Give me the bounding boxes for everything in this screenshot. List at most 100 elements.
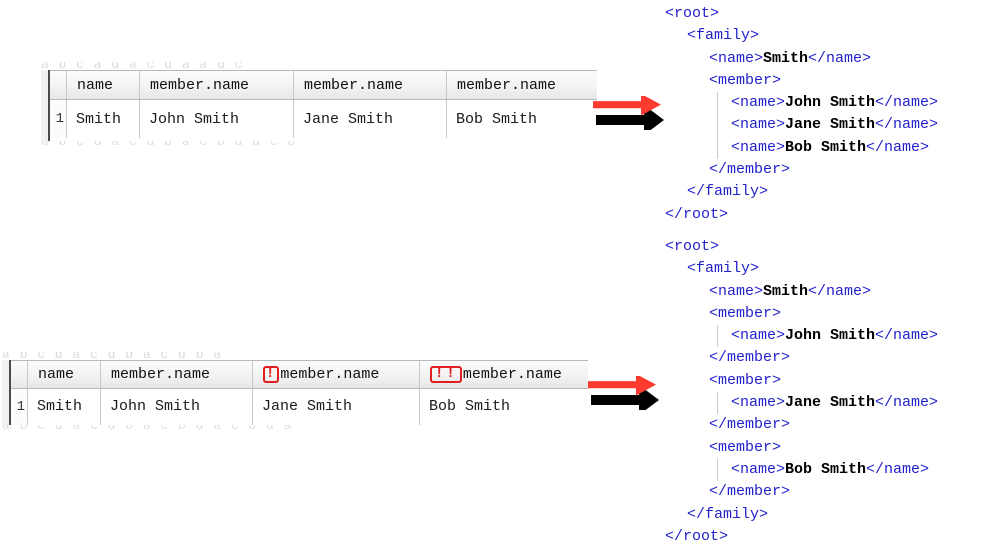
xml-tag: <name>	[731, 394, 786, 412]
cell-member-3[interactable]: Bob Smith	[429, 398, 511, 416]
xml-output-top: <root><family><name>Smith</name><member>…	[665, 3, 938, 226]
xml-tag: </member>	[709, 483, 791, 501]
xml-line: <family>	[665, 25, 938, 47]
xml-line: </family>	[665, 504, 938, 526]
column-header-name[interactable]: name	[67, 71, 140, 99]
xml-value: Jane Smith	[785, 394, 876, 412]
cell-member-2[interactable]: Jane Smith	[253, 388, 420, 425]
column-header-member-2[interactable]: member.name	[294, 71, 447, 99]
column-header-label: name	[38, 365, 75, 383]
row-number: 1	[11, 388, 28, 425]
xml-tag: <root>	[665, 5, 720, 22]
xml-tag: </name>	[808, 282, 872, 300]
table-row[interactable]: 1 Smith John Smith Jane Smith Bob Smith	[50, 100, 597, 138]
xml-line: <name>John Smith</name>	[665, 325, 939, 348]
warning-marker-icon[interactable]: !!	[430, 365, 462, 383]
xml-line: </root>	[665, 526, 938, 548]
indent-guide	[717, 325, 718, 348]
xml-line: <root>	[665, 3, 938, 25]
xml-line: <member>	[665, 437, 938, 459]
grid-header-row: name member.name !member.name !!member.n…	[11, 361, 588, 389]
xml-tag: <name>	[709, 282, 764, 300]
xml-tag: </member>	[709, 161, 791, 179]
xml-value: John Smith	[785, 327, 876, 345]
xml-line: <member>	[665, 70, 938, 92]
xml-line: </root>	[665, 204, 938, 226]
xml-tag: <name>	[731, 116, 786, 134]
xml-tag: <member>	[709, 371, 782, 389]
xml-line: <member>	[665, 303, 938, 325]
xml-line: <name>Smith</name>	[665, 48, 938, 70]
column-header-label: member.name	[111, 365, 211, 383]
xml-tag: <name>	[731, 94, 786, 112]
xml-tag: </member>	[709, 416, 791, 434]
column-header-member-1[interactable]: member.name	[101, 361, 253, 388]
xml-tag: <family>	[687, 27, 760, 45]
xml-value: Bob Smith	[785, 460, 867, 478]
column-header-label: member.name	[280, 365, 380, 383]
column-header-member-3[interactable]: member.name	[447, 71, 597, 99]
arrow-right-icon	[588, 373, 660, 415]
clipped-row-below: a b c d a c d b a c b d a c b d a	[2, 425, 588, 432]
xml-line: </member>	[665, 481, 938, 503]
column-header-label: member.name	[304, 76, 404, 94]
data-grid-top[interactable]: a b c a d a c d a a d c name member.name…	[41, 62, 597, 148]
xml-line: </member>	[665, 159, 938, 181]
indent-guide	[717, 92, 718, 115]
grid-gutter-rail[interactable]	[2, 360, 11, 425]
xml-tag: </name>	[875, 116, 939, 134]
xml-tag: </name>	[875, 327, 939, 345]
table-row[interactable]: 1 Smith John Smith Jane Smith Bob Smith	[11, 388, 588, 425]
header-corner-cell	[50, 71, 67, 99]
column-header-label: member.name	[462, 365, 562, 383]
xml-value: Smith	[763, 49, 809, 67]
column-header-member-2[interactable]: !member.name	[253, 361, 420, 388]
xml-tag: </root>	[665, 527, 729, 545]
column-header-label: name	[77, 76, 114, 94]
xml-line: <name>Smith</name>	[665, 281, 938, 303]
column-header-label: member.name	[150, 76, 250, 94]
xml-tag: </family>	[687, 183, 769, 201]
cell-name[interactable]: Smith	[67, 100, 140, 138]
warning-marker-icon[interactable]: !	[263, 365, 280, 383]
grid-header-row: name member.name member.name member.name	[50, 71, 597, 100]
xml-tag: </name>	[866, 460, 930, 478]
column-header-member-3[interactable]: !!member.name	[420, 361, 588, 388]
cell-member-2[interactable]: Jane Smith	[294, 100, 447, 138]
xml-tag: </family>	[687, 505, 769, 523]
clipped-row-below: a b c d a c d b a c b d a c b	[41, 141, 597, 148]
xml-tag: </name>	[808, 49, 872, 67]
xml-value: John Smith	[785, 94, 876, 112]
indent-guide	[717, 458, 718, 482]
header-corner-cell	[11, 361, 28, 388]
data-grid-bottom[interactable]: a b c d a c d b a c d b a name member.na…	[2, 352, 588, 432]
cell-member-3[interactable]: Bob Smith	[456, 110, 538, 128]
xml-output-bottom: <root><family><name>Smith</name><member>…	[665, 236, 938, 548]
xml-line: </member>	[665, 347, 938, 369]
xml-value: Jane Smith	[785, 116, 876, 134]
cell-name[interactable]: Smith	[28, 388, 101, 425]
xml-tag: <name>	[731, 460, 786, 478]
xml-line: <name>Bob Smith</name>	[665, 458, 938, 482]
xml-tag: <root>	[665, 238, 720, 255]
xml-value: Smith	[763, 282, 809, 300]
indent-guide	[717, 136, 718, 160]
xml-line: <name>Bob Smith</name>	[665, 136, 938, 160]
column-header-name[interactable]: name	[28, 361, 101, 388]
xml-tag: </root>	[665, 205, 729, 223]
indent-guide	[717, 114, 718, 137]
clipped-row-above: a b c d a c d b a c d b a	[2, 352, 223, 360]
xml-value: Bob Smith	[785, 138, 867, 156]
xml-tag: <member>	[709, 438, 782, 456]
xml-line: <member>	[665, 370, 938, 392]
grid-gutter-rail[interactable]	[41, 70, 50, 141]
arrow-right-icon	[593, 93, 665, 135]
column-header-label: member.name	[457, 76, 557, 94]
cell-member-1[interactable]: John Smith	[140, 100, 294, 138]
row-number: 1	[50, 100, 67, 138]
column-header-member-1[interactable]: member.name	[140, 71, 294, 99]
xml-tag: </member>	[709, 349, 791, 367]
xml-tag: <name>	[709, 49, 764, 67]
cell-member-1[interactable]: John Smith	[101, 388, 253, 425]
xml-tag: </name>	[866, 138, 930, 156]
